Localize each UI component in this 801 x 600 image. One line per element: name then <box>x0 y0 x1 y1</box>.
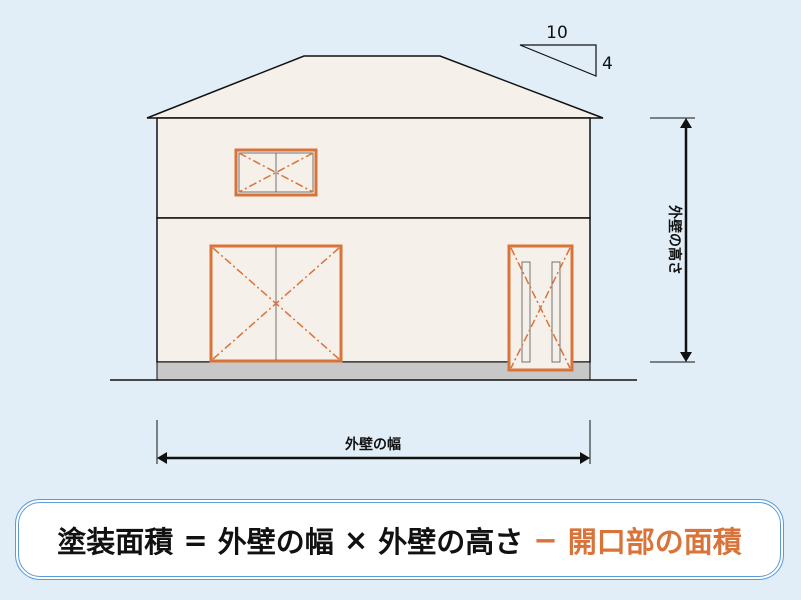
height-label: 外壁の高さ <box>666 205 683 275</box>
slope-indicator: 10 4 <box>519 23 613 77</box>
formula-width: 外壁の幅 <box>217 524 334 559</box>
upper-wall <box>156 117 591 219</box>
roof <box>146 55 604 119</box>
slope-rise: 4 <box>602 54 613 74</box>
formula-box: 塗装面積 = 外壁の幅 × 外壁の高さ − 開口部の面積 <box>18 502 781 577</box>
upper-window <box>234 148 318 197</box>
formula-minus: − <box>523 522 568 557</box>
width-label: 外壁の幅 <box>345 436 401 453</box>
height-dimension: 外壁の高さ <box>650 117 695 363</box>
formula-times: × <box>333 522 379 557</box>
formula-openings: 開口部の面積 <box>567 524 742 559</box>
formula-equals: = <box>173 522 218 557</box>
formula-lhs: 塗装面積 <box>57 524 174 559</box>
slope-run: 10 <box>546 23 568 43</box>
door <box>507 244 574 372</box>
width-dimension: 外壁の幅 <box>156 420 591 464</box>
large-window <box>209 244 343 363</box>
formula-height: 外壁の高さ <box>378 524 524 559</box>
